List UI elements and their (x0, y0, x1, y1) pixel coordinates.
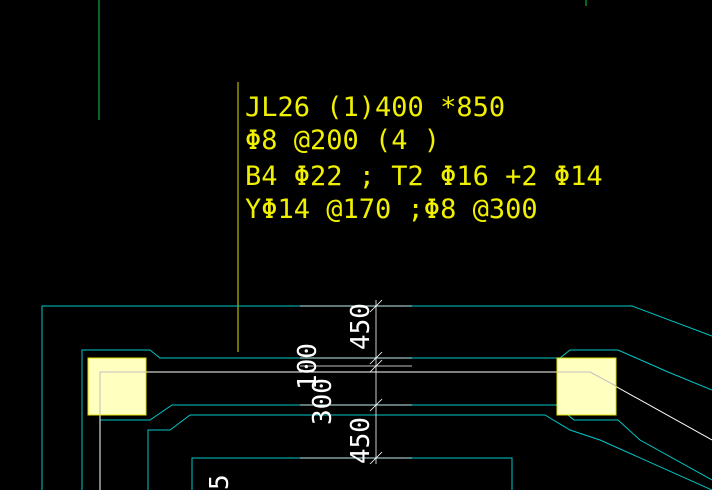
beam-label-line-4[interactable]: YΦ14 @170 ;Φ8 @300 (245, 194, 538, 225)
dim-tick-4 (369, 398, 383, 412)
dim-tick-1 (369, 299, 383, 313)
dim-text-450-bottom[interactable]: 450 (346, 417, 376, 464)
beam-label-line-3[interactable]: B4 Φ22 ; T2 Φ16 +2 Φ14 (245, 161, 603, 192)
dim-tick-5 (369, 451, 383, 465)
beam-label-line-2[interactable]: Φ8 @200 (4 ) (245, 125, 440, 156)
dim-tick-2 (369, 351, 383, 365)
dim-text-5[interactable]: 5 (205, 474, 235, 490)
beam-inner-step-outline[interactable] (147, 414, 712, 490)
column-right[interactable] (556, 357, 617, 416)
dim-text-100[interactable]: 100 (293, 343, 323, 390)
dim-text-300[interactable]: 300 (308, 378, 338, 425)
beam-lower-edge[interactable] (99, 404, 712, 490)
column-left[interactable] (87, 357, 147, 416)
dim-tick-3 (369, 359, 383, 373)
beam-label-line-1[interactable]: JL26 (1)400 *850 (245, 92, 505, 123)
axis-line-over-right-column-diag (589, 371, 617, 387)
dim-text-450-top[interactable]: 450 (346, 303, 376, 350)
